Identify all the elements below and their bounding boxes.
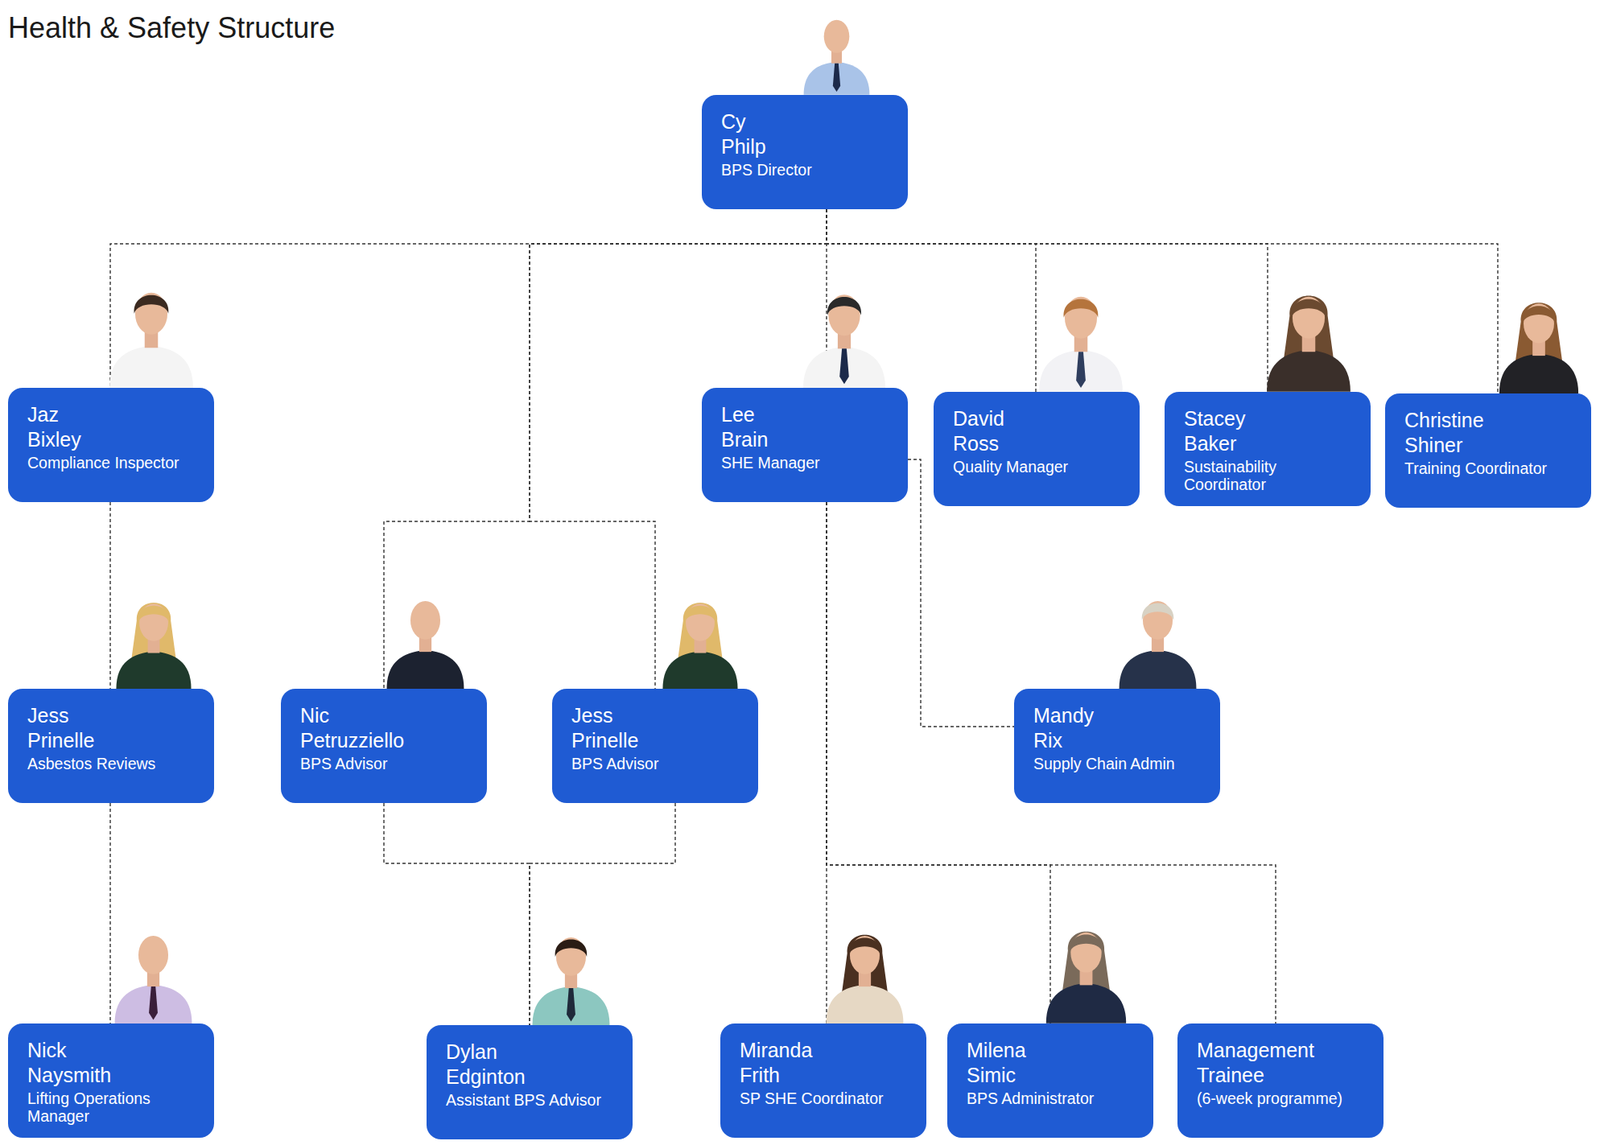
person-box: Jess PrinelleBPS Advisor [552, 688, 759, 804]
person-name: Christine Shiner [1404, 408, 1485, 458]
person-role: Assistant BPS Advisor [445, 1092, 619, 1110]
dashed-connector [383, 803, 530, 1026]
dashed-connector [109, 803, 111, 1024]
person-photo [532, 936, 611, 1026]
person-photo [1039, 296, 1123, 392]
person-role: Compliance Inspector [27, 454, 200, 473]
person-box: Stacey BakerSustainability Coordinator [1164, 391, 1371, 507]
person-box: Nic PetruzzielloBPS Advisor [280, 688, 487, 804]
person-box: Christine ShinerTraining Coordinator [1385, 393, 1592, 508]
person-photo [1266, 296, 1351, 392]
chart-title: Health & Safety Structure [8, 11, 335, 46]
person-photo [1119, 600, 1197, 689]
person-name: Management Trainee [1196, 1038, 1315, 1088]
person-box: David RossQuality Manager [933, 391, 1140, 507]
person-role: BPS Director [721, 161, 894, 180]
person-role: BPS Administrator [966, 1090, 1139, 1109]
person-box: Miranda Frith SP SHE Coordinator [720, 1023, 927, 1139]
person-role: (6-week programme) [1196, 1090, 1370, 1109]
person-photo [803, 293, 886, 388]
person-photo [804, 19, 871, 95]
person-box: Lee BrainSHE Manager [701, 387, 908, 503]
dashed-connector [826, 209, 1498, 394]
person-name: Stacey Baker [1183, 406, 1246, 456]
person-name: David Ross [952, 406, 1005, 456]
person-box: Milena SimicBPS Administrator [947, 1023, 1154, 1139]
person-photo [826, 935, 904, 1024]
person-box: Dylan EdgintonAssistant BPS Advisor [426, 1025, 633, 1140]
person-photo [662, 602, 738, 689]
person-name: Nic Petruzziello [300, 703, 405, 753]
person-name: Milena Simic [966, 1038, 1027, 1088]
person-role: Lifting Operations Manager [27, 1090, 200, 1126]
person-box: Jaz BixleyCompliance Inspector [8, 387, 215, 503]
person-role: Quality Manager [952, 458, 1126, 477]
person-box: Jess PrinelleAsbestos Reviews [8, 688, 215, 804]
person-photo [115, 935, 193, 1024]
person-photo [109, 292, 194, 388]
person-name: Lee Brain [721, 402, 768, 452]
person-box: Nick NaysmithLifting Operations Manager [8, 1023, 215, 1139]
person-name: Jaz Bixley [27, 402, 82, 452]
person-photo [115, 602, 191, 689]
person-name: Nick Naysmith [27, 1038, 112, 1088]
person-photo [1046, 931, 1126, 1024]
person-role: SHE Manager [721, 454, 894, 473]
dashed-connector [826, 502, 1276, 1024]
person-role: SP SHE Coordinator [739, 1090, 912, 1109]
person-name: Jess Prinelle [571, 703, 639, 753]
dashed-connector [109, 502, 111, 689]
dashed-connector [110, 209, 827, 388]
person-role: Sustainability Coordinator [1183, 458, 1357, 495]
person-photo [1499, 302, 1579, 394]
person-role: Supply Chain Admin [1033, 755, 1206, 774]
person-role: Asbestos Reviews [27, 755, 200, 774]
person-name: Miranda Frith [739, 1038, 813, 1088]
person-role: BPS Advisor [571, 755, 744, 774]
person-name: Jess Prinelle [27, 703, 95, 753]
dashed-connector [383, 209, 827, 689]
person-role: Training Coordinator [1404, 460, 1577, 479]
person-box: Cy PhilpBPS Director [701, 94, 908, 210]
person-photo [387, 600, 465, 689]
dashed-connector [529, 803, 676, 1026]
person-name: Mandy Rix [1033, 703, 1094, 753]
person-box: Management Trainee (6-week programme) [1177, 1023, 1384, 1139]
person-name: Cy Philp [721, 109, 767, 159]
person-name: Dylan Edginton [445, 1039, 526, 1089]
dashed-connector [826, 209, 1268, 392]
person-role: BPS Advisor [300, 755, 473, 774]
person-box: Mandy RixSupply Chain Admin [1014, 688, 1221, 804]
